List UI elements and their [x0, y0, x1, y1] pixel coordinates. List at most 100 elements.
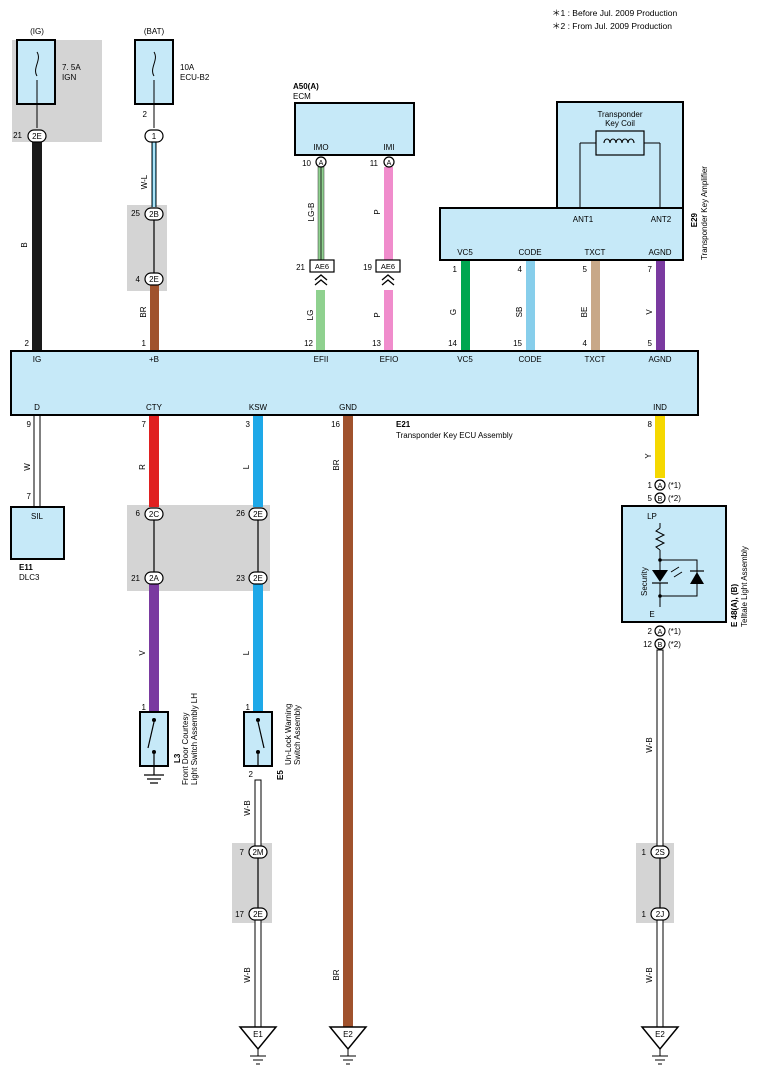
telltale-box [621, 505, 727, 623]
junction-e5-2m-pin: 7 [240, 848, 245, 857]
wire-txct [591, 260, 600, 351]
coil-icon [603, 138, 635, 144]
door-switch-name-line2: Light Switch Assembly LH [190, 693, 199, 785]
junction-ind-2s [650, 845, 670, 859]
ground-e1-symbol-icon [250, 1049, 266, 1065]
ecu-pin-ig-num: 2 [25, 339, 30, 348]
amplifier-pin-code-label: CODE [518, 248, 541, 257]
telltale-led-icon [652, 570, 668, 582]
coil-label-line1: Transponder [597, 110, 642, 119]
ecu-pin-vc5-label: VC5 [457, 355, 473, 364]
junction-ksw-2e-top-pin: 26 [236, 509, 245, 518]
junction-cty-2c-pin: 6 [136, 509, 141, 518]
junction-ksw-2e-top [248, 507, 268, 521]
ground-e2-mid-icon [328, 1026, 368, 1051]
ecm-code: A50(A) [293, 82, 319, 91]
junction-bat-2e-label: 2E [149, 275, 159, 284]
wire-bat-upper-label: W-L [140, 174, 149, 189]
junction-imi-ae6-pin: 19 [363, 263, 372, 272]
wire-agnd [656, 260, 665, 351]
fuse-bat-connector [144, 129, 164, 143]
wire-code-label: SB [515, 307, 524, 318]
ecu-pin-gnd-label: GND [339, 403, 357, 412]
door-switch-pin: 1 [142, 703, 147, 712]
ecu-pin-cty-label: CTY [146, 403, 163, 412]
telltale-bottom-b-pin: 12 [643, 640, 652, 649]
wire-ind [655, 415, 665, 478]
telltale-light-rays-icon [670, 566, 683, 578]
door-switch-contact-bottom [152, 750, 156, 754]
junction-bat-2e [144, 272, 164, 286]
fuse-ig-source: (IG) [30, 27, 44, 36]
telltale-top-b-note: (*2) [668, 494, 681, 503]
wire-e5-wb-lower-label: W-B [243, 967, 252, 982]
wire-e5-wb-lower [254, 919, 262, 1029]
junction-ind-2j-pin: 1 [642, 910, 647, 919]
fuse-ig-pin: 21 [13, 131, 22, 140]
unlock-switch-name-line2: Switch Assembly [293, 705, 302, 765]
door-switch-contact-top [152, 718, 156, 722]
wire-imo-lower [316, 290, 325, 351]
ecu-pin-agnd-label: AGND [648, 355, 671, 364]
wire-bat-lower [150, 285, 159, 351]
ecm-pin-imo-connector [315, 156, 327, 168]
fuse-ig-icon [35, 51, 39, 77]
telltale-top-b-pin: 5 [648, 494, 653, 503]
junction-cty-2a [144, 571, 164, 585]
wire-cty-upper [149, 415, 159, 507]
ecu-pin-agnd-num: 5 [648, 339, 653, 348]
ecu-pin-txct-label: TXCT [585, 355, 606, 364]
junction-ksw-2e-bot-label: 2E [253, 574, 263, 583]
ecu-pin-ksw-label: KSW [249, 403, 268, 412]
junction-imi-ae6-label: AE6 [381, 262, 395, 271]
wire-gnd-label: BR [332, 459, 341, 470]
ground-e2-right-symbol-icon [652, 1049, 668, 1065]
ecu-pin-b-label: +B [149, 355, 159, 364]
wire-d [33, 414, 41, 508]
junction-imi-ae6 [375, 259, 401, 273]
telltale-diode-icon [690, 572, 704, 584]
coil-label-line2: Key Coil [605, 119, 635, 128]
amplifier-ant2: ANT2 [651, 215, 672, 224]
junction-ksw-2e-bot [248, 571, 268, 585]
ecu-pin-vc5-num: 14 [448, 339, 457, 348]
unlock-switch-icon [257, 721, 265, 749]
wire-ig [32, 142, 42, 351]
junction-ind-2s-label: 2S [655, 848, 665, 857]
wire-ind-wb-upper [656, 649, 664, 847]
unlock-switch-name-line1: Un-Lock Warning [284, 703, 293, 765]
junction-cty-2c-label: 2C [149, 510, 159, 519]
telltale-bottom-b-connector [654, 638, 666, 650]
ecu-pin-gnd-num: 16 [331, 420, 340, 429]
ecm-pin-imo-conn: A [319, 160, 324, 167]
fuse-ig-connector-label: 2E [32, 132, 42, 141]
junction-imo-ae6-label: AE6 [315, 262, 329, 271]
junction-imi-ae6-chevron-icon [381, 274, 395, 286]
wire-code [526, 260, 535, 351]
ecm-pin-imi-num: 11 [370, 159, 379, 168]
junction-e5-2e-label: 2E [253, 910, 263, 919]
amplifier-pin-txct-label: TXCT [585, 248, 606, 257]
telltale-code: E 48(A), (B) [730, 584, 739, 627]
unlock-switch-contact-bottom [256, 750, 260, 754]
junction-cty-2c [144, 507, 164, 521]
dlc3-code: E11 [19, 563, 33, 572]
junction-e5-2e-pin: 17 [235, 910, 244, 919]
junction-bat-2b [144, 207, 164, 221]
ecm-pin-imi-connector [383, 156, 395, 168]
dlc3-name: DLC3 [19, 573, 40, 582]
note-2: ＊2 : From Jul. 2009 Production [552, 21, 672, 31]
junction-bat-2b-label: 2B [149, 210, 159, 219]
junction-bat-2e-pin: 4 [136, 275, 141, 284]
ecu-pin-txct-num: 4 [583, 339, 588, 348]
ground-e2-right-icon [640, 1026, 680, 1051]
door-switch-name-line1: Front Door Courtesy [181, 713, 190, 785]
ecu-pin-efii-label: EFII [314, 355, 329, 364]
wire-vc5 [461, 260, 470, 351]
door-switch-code: L3 [173, 753, 182, 763]
ecu-pin-ind-label: IND [653, 403, 667, 412]
ecu-name: Transponder Key ECU Assembly [396, 431, 513, 440]
wire-ksw-lower [253, 584, 263, 712]
dlc3-pin-label: SIL [31, 512, 44, 521]
door-switch-icon [147, 721, 155, 749]
